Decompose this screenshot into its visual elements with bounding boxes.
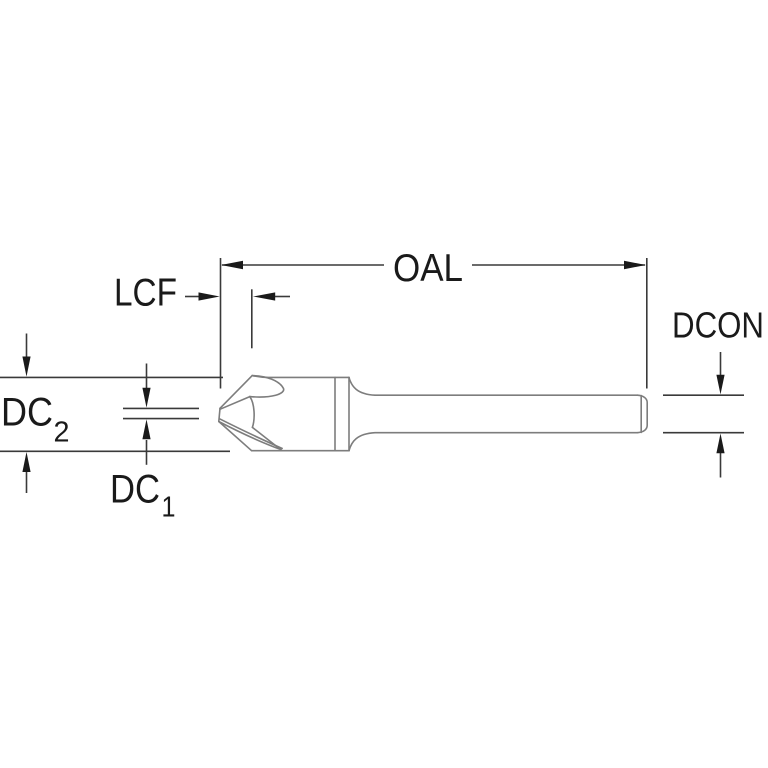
lower-flute-edge-lower [218,420,283,451]
web-runout-line [251,426,281,450]
dc2-label: DC [1,391,53,435]
dc2-subscript: 2 [54,417,70,449]
upper-lip-edge [219,395,251,410]
upper-cone-edge [219,374,253,410]
countersink-head [218,374,350,452]
dcon-label: DCON [672,305,764,346]
lcf-label: LCF [114,272,177,315]
shank [348,376,648,452]
lcf-dimension [185,289,290,349]
web-arc [249,395,255,429]
lcf-arrowhead-left [198,292,220,301]
neck-top-fillet [348,376,639,396]
tool-drawing [218,374,648,452]
dimension-labels: OAL LCF DCON DC 2 DC 1 [1,247,764,524]
dc1-subscript: 1 [162,492,176,524]
dc1-label: DC [110,468,160,512]
lcf-arrowhead-right [253,292,276,301]
dcon-arrowhead-top [716,374,725,395]
oal-arrowhead-right [624,260,646,270]
oal-label: OAL [393,247,463,290]
oal-dimension [219,258,648,389]
dc1-dimension [123,363,199,465]
oal-arrowhead-left [221,260,243,270]
lower-cone-edge [218,420,253,452]
dc1-arrowhead-bottom [142,419,151,440]
dcon-arrowhead-bottom [716,433,725,454]
shank-end-outline [636,394,648,434]
dc2-dimension [0,333,230,493]
dc2-arrowhead-top [22,356,31,377]
upper-flute-face [249,374,285,398]
neck-bottom-fillet [348,431,639,452]
dc1-arrowhead-top [142,387,151,408]
head-top-edge [251,374,350,379]
dc2-arrowhead-bottom [22,452,31,472]
dcon-dimension [663,352,744,478]
